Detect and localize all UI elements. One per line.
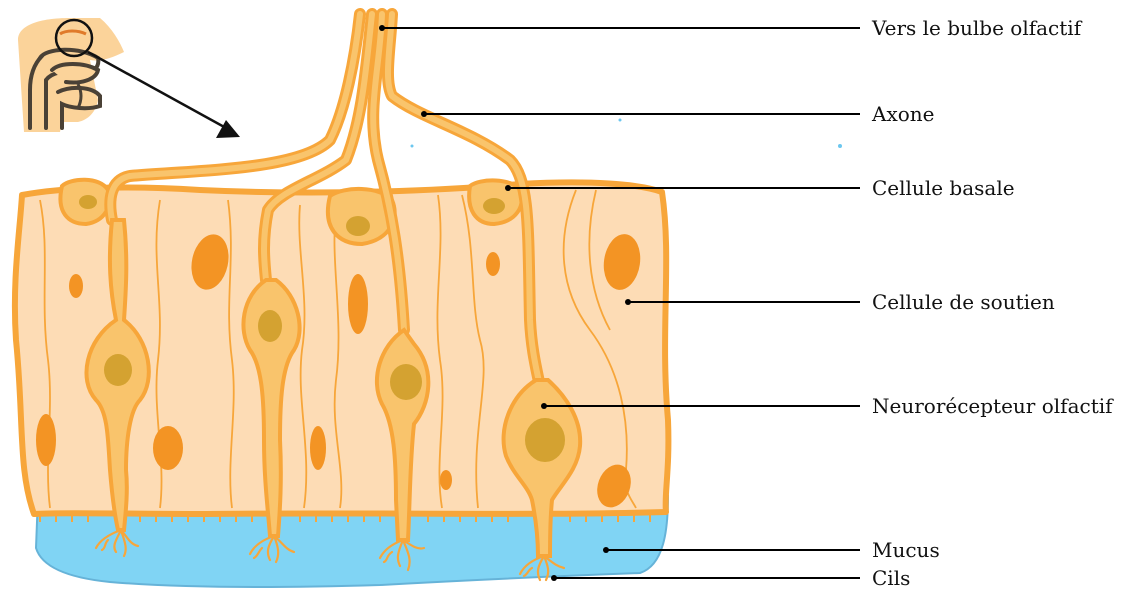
label-cellule-de-soutien: Cellule de soutien <box>872 290 1055 314</box>
label-axone: Axone <box>871 102 934 126</box>
head-cross-section-icon <box>18 18 124 132</box>
label-bulbe-olfactif: Vers le bulbe olfactif <box>871 16 1083 40</box>
label-mucus: Mucus <box>872 538 940 562</box>
label-cellule-basale: Cellule basale <box>872 176 1015 200</box>
zoom-arrow-icon <box>88 52 240 138</box>
label-cils: Cils <box>872 566 910 590</box>
label-neurorecepteur-olfactif: Neurorécepteur olfactif <box>872 394 1114 418</box>
